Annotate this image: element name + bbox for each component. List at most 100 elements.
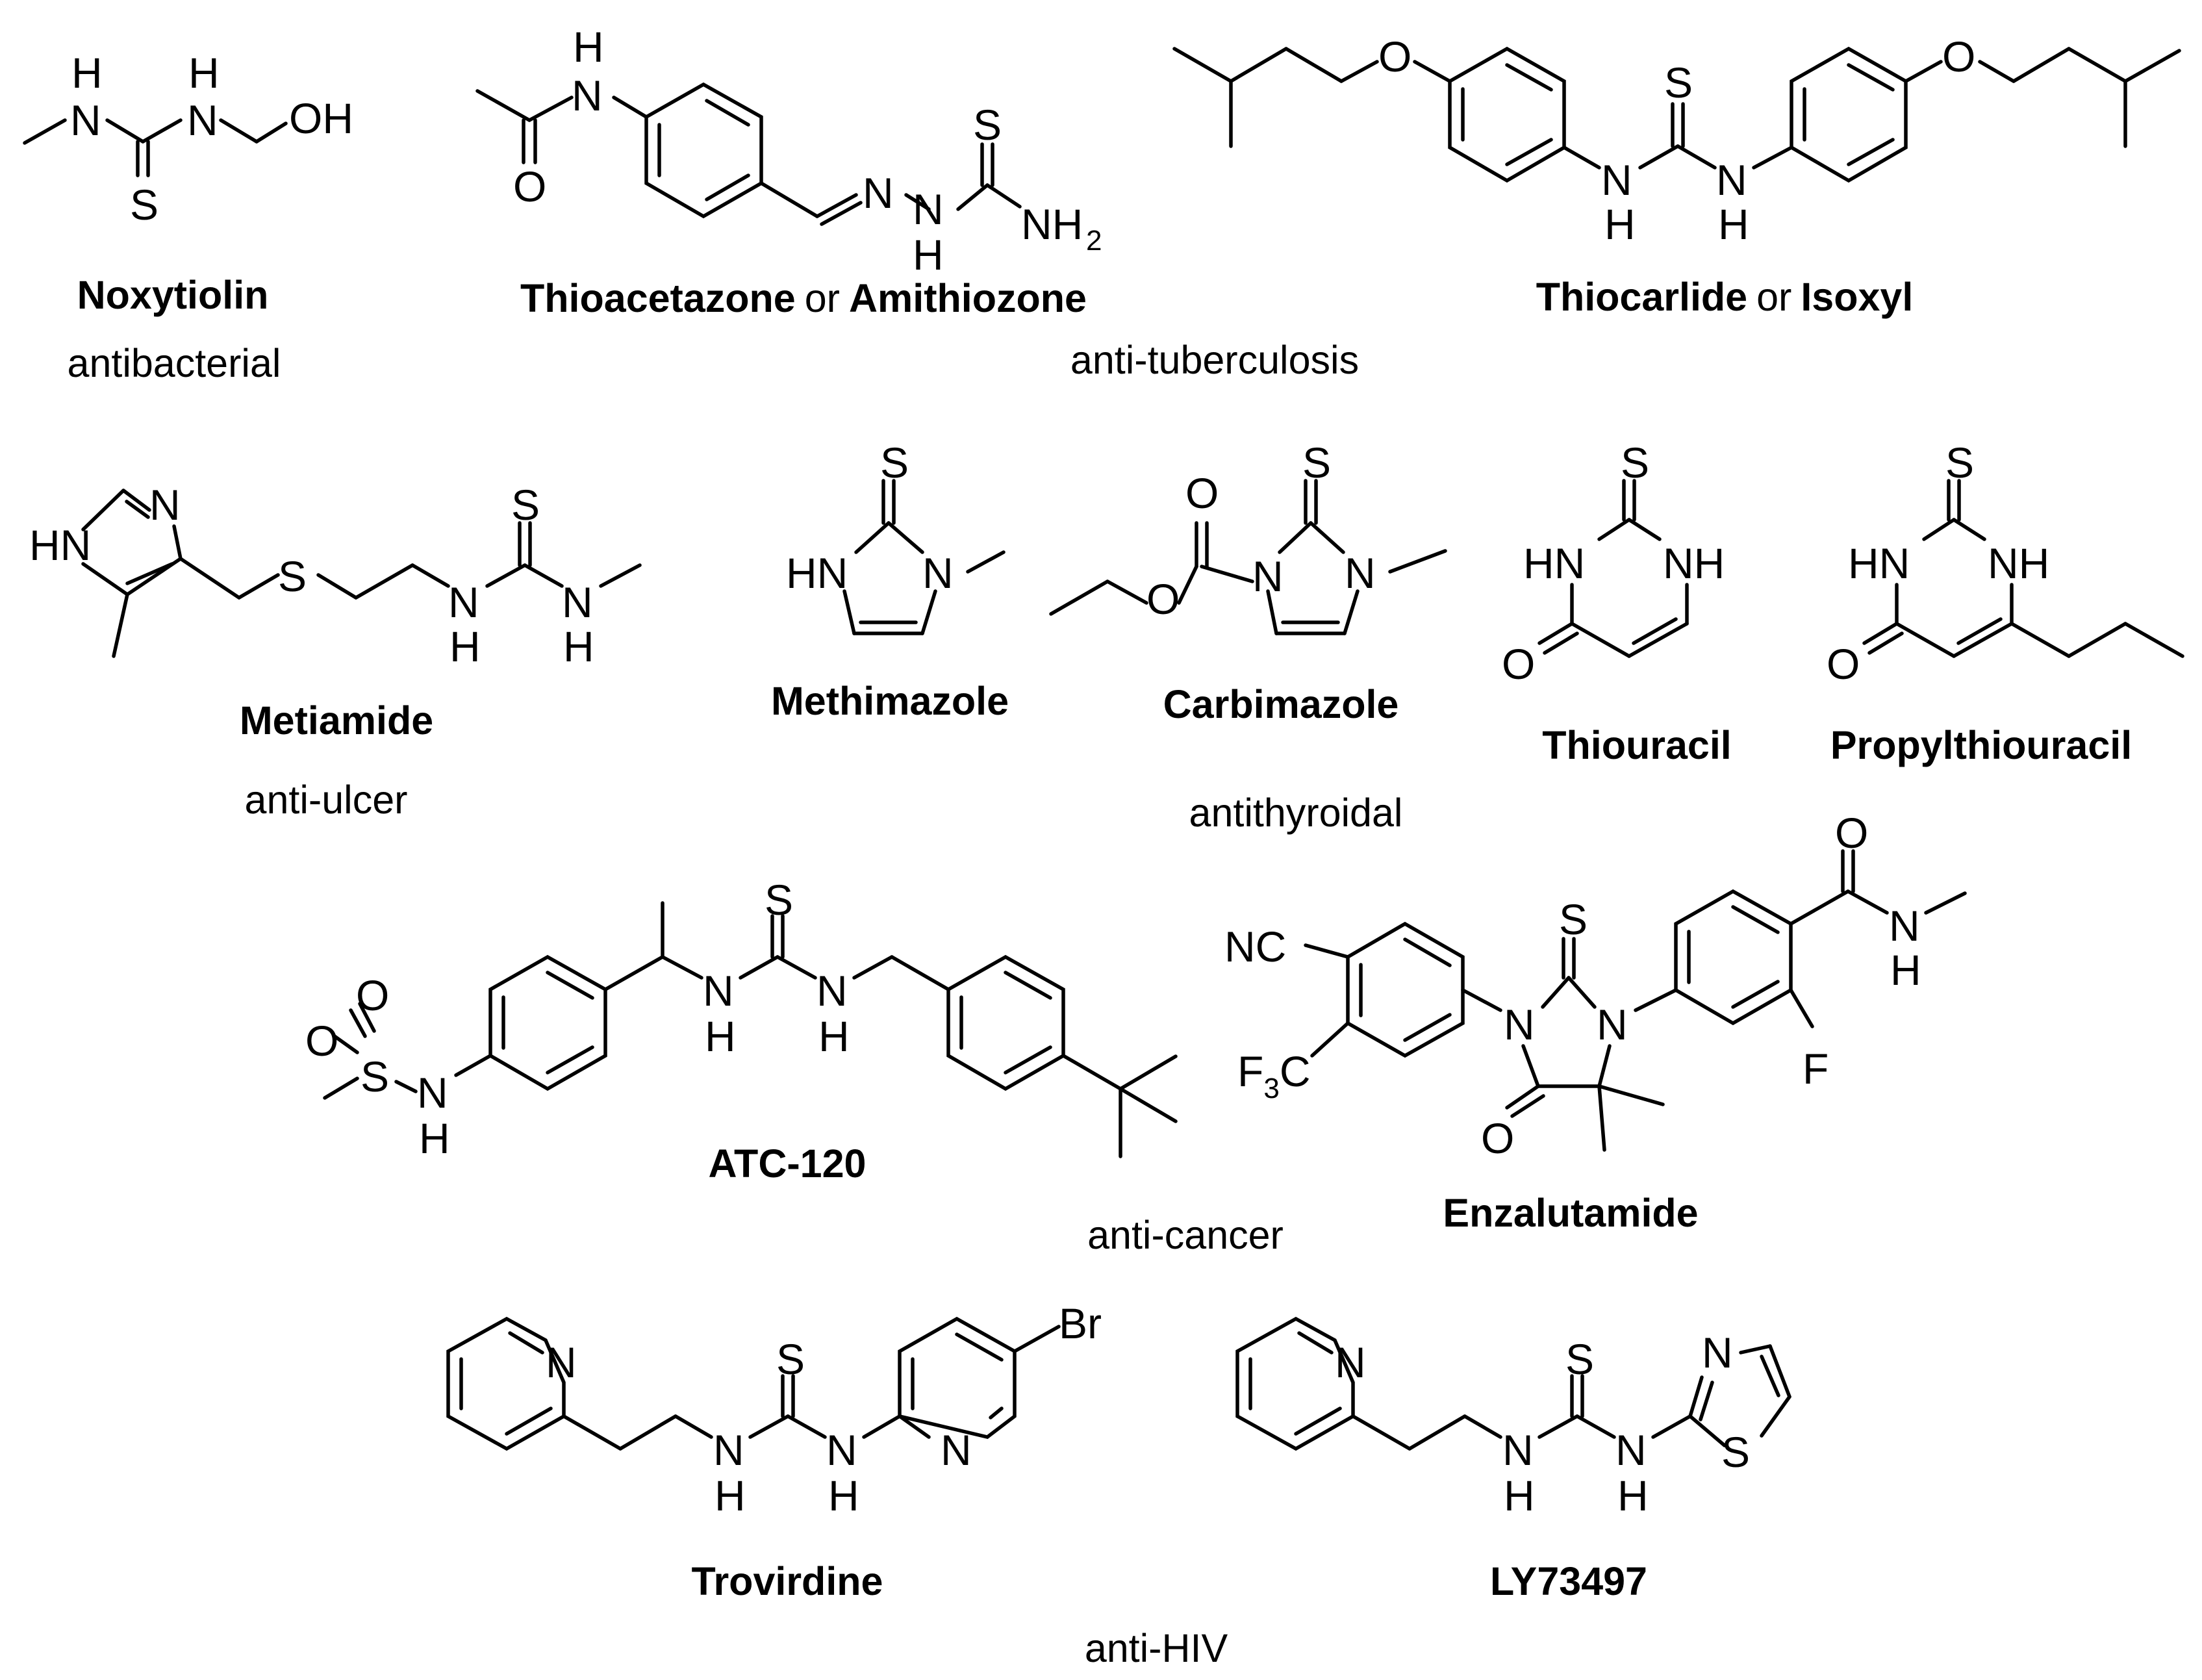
compound-name-noxytiolin: Noxytiolin [77,273,269,317]
compound-name-ly73497: LY73497 [1490,1559,1647,1603]
atom-S-label: S [511,481,540,529]
atom-H-label: H [563,622,594,670]
atom-S-label: S [361,1052,389,1101]
atom-O-label: O [513,162,546,210]
atom-H-label: H [1604,200,1636,248]
atom-O-label: O [1942,32,1975,81]
atom-N-label: N [941,1426,972,1474]
atom-N-label: N [1601,156,1632,204]
atom-H-label: H [715,1471,746,1520]
thiocarlide-structure: O N H S N H O [1172,32,2181,248]
atom-H-label: H [1718,200,1749,248]
atom-S-label: S [1721,1428,1750,1476]
compound-name-carbimazole: Carbimazole [1163,682,1399,726]
propylthiouracil-structure: S HN NH O [1827,439,2184,688]
ly73497-structure: N N H S N H N S [1235,1316,1791,1520]
category-anti-cancer: anti-cancer [1087,1213,1284,1257]
atom-N-label: N [1716,156,1747,204]
atom-H-label: H [188,49,220,97]
atom-N-label: N [1335,1338,1366,1386]
methimazole-structure: S HN N [786,439,1006,635]
atom-N-label: N [1252,552,1284,600]
subscript-2-label: 2 [1086,225,1102,257]
atom-N-label: N [863,169,894,217]
atom-O-label: O [356,971,389,1019]
atom-S-label: S [880,439,909,487]
atom-O-label: O [1185,469,1219,517]
compound-name-thiouracil: Thiouracil [1542,723,1731,767]
atom-O-label: O [1481,1114,1514,1162]
compound-name-propylthiouracil: Propylthiouracil [1830,723,2132,767]
atom-HN-label: HN [29,521,91,569]
atom-H-label: H [1617,1471,1649,1520]
atom-H-label: H [913,231,944,279]
atom-N-label: N [1502,1426,1534,1474]
noxytiolin-structure: N H N H S OH [23,49,353,229]
atom-S-label: S [973,101,1002,149]
atom-N-label: N [70,96,101,144]
atom-H-label: H [828,1471,859,1520]
trovirdine-structure: N N H S N H N Br [446,1299,1102,1520]
compound-name-metiamide: Metiamide [240,698,433,743]
atom-O-label: O [305,1017,338,1065]
atom-NH2-label: NH [1021,200,1083,248]
atom-S-label: S [130,181,158,229]
atom-S-label: S [765,876,793,924]
atom-N-label: N [713,1426,744,1474]
atom-N-label: N [187,96,218,144]
atom-N-label: N [1504,1000,1535,1049]
atom-N-label: N [562,578,593,626]
compound-name-enzalutamide: Enzalutamide [1443,1191,1698,1235]
compound-name-atc120: ATC-120 [709,1141,867,1186]
atc120-structure: O O S N H N H S N H [305,876,1178,1162]
category-anti-hiv: anti-HIV [1085,1626,1228,1670]
atom-O-label: O [1146,575,1180,623]
atom-H-label: H [1504,1471,1535,1520]
atom-HN-label: HN [786,549,848,597]
atom-H-label: H [449,622,481,670]
atom-N-label: N [826,1426,857,1474]
atom-N-label: N [816,967,848,1015]
atom-F3C-label: F3C [1237,1047,1310,1104]
atom-S-label: S [1302,439,1331,487]
thiouracil-structure: S HN NH O [1502,439,1725,688]
category-anti-tuberculosis: anti-tuberculosis [1070,338,1359,382]
atom-OH-label: OH [289,94,353,142]
atom-O-label: O [1378,32,1411,81]
category-antibacterial: antibacterial [68,341,281,385]
atom-N-label: N [448,578,479,626]
atom-NC-label: NC [1224,923,1286,971]
atom-O-label: O [1835,809,1868,857]
atom-H-label: H [419,1114,450,1162]
atom-N-label: N [1597,1000,1628,1049]
atom-NH-label: NH [1663,539,1725,587]
atom-H-label: H [818,1012,850,1060]
metiamide-structure: HN N S N H S N H [29,481,642,670]
category-anti-ulcer: anti-ulcer [245,778,408,822]
atom-S-label: S [1945,439,1974,487]
atom-N-label: N [1889,902,1920,950]
atom-N-label: N [1615,1426,1647,1474]
atom-N-label: N [1345,549,1376,597]
atom-N-label: N [922,549,954,597]
atom-N-label: N [572,71,603,120]
atom-N-label: N [1702,1329,1733,1377]
atom-O-label: O [1827,640,1860,688]
compound-name-methimazole: Methimazole [771,679,1009,723]
atom-S-label: S [1565,1335,1594,1383]
atom-S-label: S [1664,58,1693,107]
atom-F-label: F [1803,1045,1829,1093]
atom-N-label: N [913,185,944,233]
atom-N-label: N [703,967,734,1015]
atom-H-label: H [71,49,103,97]
atom-O-label: O [1502,640,1535,688]
atom-H-label: H [1890,946,1921,994]
atom-N-label: N [149,481,181,529]
thioacetazone-structure: N H O N N H S NH 2 [475,23,1102,279]
atom-S-label: S [1559,895,1588,943]
atom-N-label: N [546,1338,577,1386]
compound-name-trovirdine: Trovirdine [692,1559,883,1603]
